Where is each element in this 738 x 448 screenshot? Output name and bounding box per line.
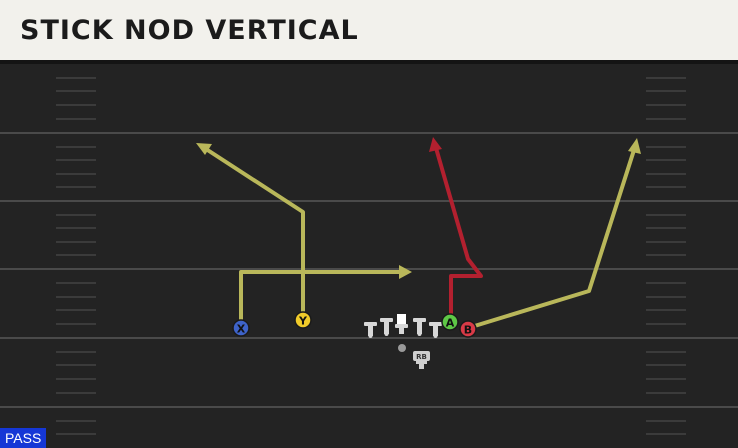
lineman-icon (380, 318, 393, 336)
route-x (239, 270, 404, 328)
route-y (204, 147, 305, 320)
yard-lines (0, 132, 738, 408)
header-bar: STICK NOD VERTICAL (0, 0, 738, 60)
player-label-y: Y (298, 315, 308, 328)
route-b-arrow (628, 138, 641, 154)
player-x: X (232, 319, 250, 337)
route-a (434, 146, 483, 322)
center-icon (395, 314, 408, 334)
player-x-marker (232, 319, 250, 337)
player-a-marker (441, 313, 459, 331)
hash-marks-left (56, 77, 96, 435)
player-y: Y (294, 311, 312, 329)
player-label-a: A (446, 317, 455, 330)
player-y-marker (294, 311, 312, 329)
player-label-x: X (237, 323, 246, 336)
route-a-arrow (429, 137, 442, 152)
player-b: B (459, 320, 477, 338)
player-b-marker (459, 320, 477, 338)
lineman-icon (413, 318, 426, 336)
player-label-b: B (464, 324, 472, 337)
player-a: A (441, 313, 459, 331)
play-type-badge: PASS (0, 428, 47, 448)
route-y-arrow (196, 143, 212, 155)
route-b (466, 148, 636, 330)
player-label-rb: RB (416, 353, 427, 361)
lineman-icon (364, 322, 377, 338)
offensive-line (364, 314, 442, 338)
route-x-arrow (399, 265, 412, 279)
lineman-icon (429, 322, 442, 338)
running-back: RB (413, 351, 430, 369)
header-shadow (0, 60, 738, 64)
hash-marks-right (646, 77, 686, 435)
play-title: STICK NOD VERTICAL (20, 15, 359, 46)
quarterback-marker (398, 344, 406, 352)
